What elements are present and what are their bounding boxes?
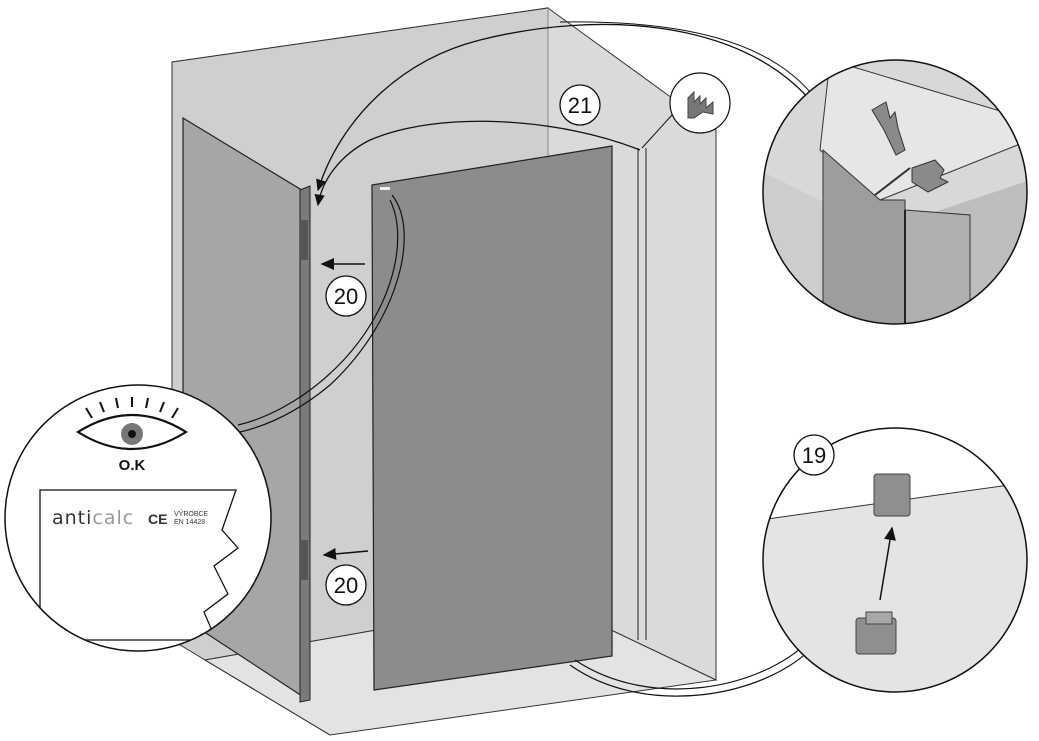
inspection-leader [239,194,405,433]
step-20-bottom-number: 20 [334,573,358,598]
hinge-top [300,220,308,260]
front-glass-door [371,145,613,691]
ok-label: O.K [119,457,146,474]
callout-connector-top [559,21,816,99]
anticalc-logo: anticalc [52,507,134,529]
step-21-number: 21 [568,93,592,118]
door-logo-mark [380,187,390,190]
glass-label-sticker [39,489,239,641]
step-21-arrow-inner [314,120,641,207]
standard-text: EN 14428 [174,519,205,526]
ce-mark: CE [148,511,167,527]
step-20-top-label: 20 [325,275,367,317]
step-19-number: 19 [802,443,826,468]
seal-detail-callout [762,59,1028,325]
seal-profile-icon [687,90,714,119]
step-20-bottom-label: 20 [325,564,367,606]
step-21-label: 21 [559,84,601,126]
anticalc-logo-part2: calc [92,507,134,529]
clip-part [855,611,897,655]
seal-profile-detail-a [871,101,906,156]
clip-installed [873,473,911,517]
step-20-top-number: 20 [334,284,358,309]
clip-arrow [879,526,896,601]
seal-profile-callout [641,72,731,149]
step-20-bottom-arrow [322,547,369,560]
eye-icon [75,397,189,451]
inspection-callout: O.K anticalc CE VÝROBCE EN 14428 [4,384,272,652]
step-21-arrow-outer [316,23,811,192]
wall-profile [637,148,647,640]
hinge-bottom [300,540,308,580]
clip-detail-callout [762,427,1028,693]
floor-edge [204,659,331,736]
clip-leader [574,639,811,690]
seal-profile-detail-b [911,159,950,193]
manufacturer-text: VÝROBCE [174,509,209,518]
step-19-label: 19 [793,434,835,476]
anticalc-logo-part1: anti [52,507,92,529]
